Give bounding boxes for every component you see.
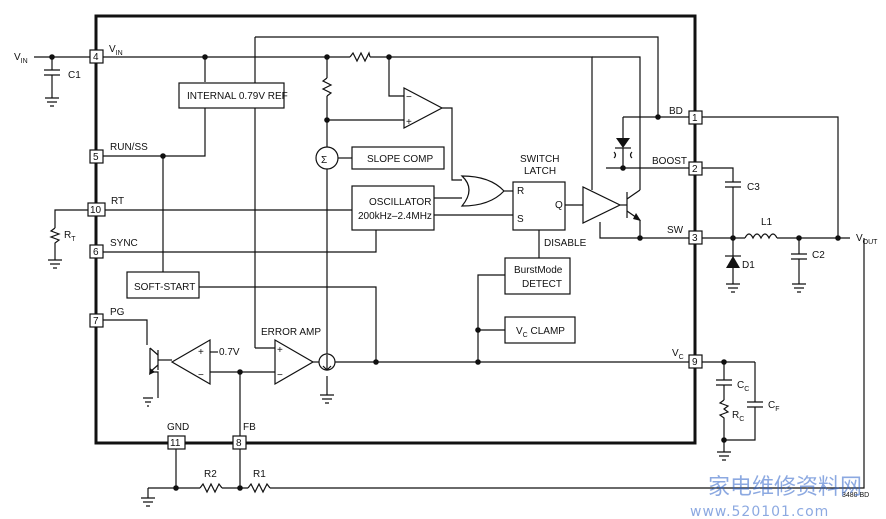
d1-label: D1 xyxy=(742,260,755,271)
svg-text:9: 9 xyxy=(692,357,698,368)
svg-text:1: 1 xyxy=(692,113,698,124)
svg-text:+: + xyxy=(406,117,412,128)
svg-text:10: 10 xyxy=(90,205,102,216)
svg-text:0.7V: 0.7V xyxy=(219,347,240,358)
switch-latch: SWITCH LATCH R S Q DISABLE xyxy=(512,154,587,249)
ic-outline xyxy=(94,14,697,445)
internal-wiring xyxy=(103,36,689,488)
svg-text:2: 2 xyxy=(692,164,698,175)
or-gate xyxy=(460,175,505,207)
svg-text:BOOST: BOOST xyxy=(652,156,687,167)
pin-sw: 3 SW xyxy=(667,225,703,245)
svg-text:VIN: VIN xyxy=(109,44,123,57)
pin-vc: 9 VC xyxy=(672,348,703,369)
svg-text:7: 7 xyxy=(93,316,99,327)
pin-gnd: 11 GND xyxy=(167,422,189,450)
svg-text:−: − xyxy=(406,92,412,103)
vin-label: VIN xyxy=(14,52,28,65)
svg-text:SOFT-START: SOFT-START xyxy=(134,282,195,293)
svg-text:LATCH: LATCH xyxy=(524,166,556,177)
sigma-summer: Σ xyxy=(315,146,339,170)
svg-text:PG: PG xyxy=(110,307,125,318)
current-comparator: − + xyxy=(403,87,444,129)
current-source xyxy=(318,353,336,371)
svg-text:BurstMode: BurstMode xyxy=(514,265,563,276)
l1-label: L1 xyxy=(761,217,773,228)
c2-label: C2 xyxy=(812,250,825,261)
bd-diode xyxy=(613,138,633,159)
figure-id: 3480 BD xyxy=(842,492,869,499)
svg-text:SLOPE COMP: SLOPE COMP xyxy=(367,154,433,165)
driver-buffer xyxy=(582,186,622,224)
svg-text:8: 8 xyxy=(236,438,242,449)
svg-text:INTERNAL 0.79V REF: INTERNAL 0.79V REF xyxy=(187,91,288,102)
svg-text:S: S xyxy=(517,214,524,225)
pg-comparator: + − 0.7V xyxy=(170,338,240,386)
external-wiring xyxy=(34,54,865,507)
svg-text:SWITCH: SWITCH xyxy=(520,154,559,165)
svg-text:SW: SW xyxy=(667,225,684,236)
power-transistor xyxy=(626,189,641,221)
r1-label: R1 xyxy=(253,469,266,480)
svg-text:FB: FB xyxy=(243,422,256,433)
svg-text:Σ: Σ xyxy=(321,155,327,166)
slope-comp-block: SLOPE COMP xyxy=(351,146,445,170)
svg-text:−: − xyxy=(277,370,283,381)
oscillator-block: OSCILLATOR 200kHz–2.4MHz xyxy=(351,185,435,231)
pin-pg: 7 PG xyxy=(89,307,125,328)
svg-text:VC CLAMP: VC CLAMP xyxy=(516,326,565,339)
vc-clamp-block: VC CLAMP xyxy=(504,316,576,344)
pg-transistor xyxy=(149,347,159,375)
rc-label: RC xyxy=(732,410,744,423)
d1-diode xyxy=(725,255,741,268)
pin-fb: 8 FB xyxy=(232,422,256,450)
svg-text:200kHz–2.4MHz: 200kHz–2.4MHz xyxy=(358,211,432,222)
svg-text:RUN/SS: RUN/SS xyxy=(110,142,148,153)
error-amp: + − ERROR AMP xyxy=(261,327,321,386)
pin-bd: 1 BD xyxy=(669,106,703,125)
svg-text:+: + xyxy=(198,347,204,358)
soft-start-block: SOFT-START xyxy=(126,271,200,299)
cf-label: CF xyxy=(768,400,780,413)
svg-text:OSCILLATOR: OSCILLATOR xyxy=(369,197,431,208)
watermark-url: www.520101.com xyxy=(690,504,829,519)
pin-rt: 10 RT xyxy=(87,196,124,217)
svg-text:RT: RT xyxy=(111,196,124,207)
svg-text:DETECT: DETECT xyxy=(522,279,562,290)
svg-text:DISABLE: DISABLE xyxy=(544,238,587,249)
svg-text:4: 4 xyxy=(93,52,99,63)
svg-text:SYNC: SYNC xyxy=(110,238,138,249)
watermark-cn: 家电维修资料网 xyxy=(708,475,862,500)
svg-text:ERROR AMP: ERROR AMP xyxy=(261,327,321,338)
svg-text:Q: Q xyxy=(555,200,563,211)
r2-label: R2 xyxy=(204,469,217,480)
c3-label: C3 xyxy=(747,182,760,193)
svg-text:GND: GND xyxy=(167,422,189,433)
svg-text:BD: BD xyxy=(669,106,683,117)
vout-label: VOUT xyxy=(856,233,878,246)
rt-label: RT xyxy=(64,230,76,243)
svg-text:VC: VC xyxy=(672,348,684,361)
c1-label: C1 xyxy=(68,70,81,81)
ref-block: INTERNAL 0.79V REF xyxy=(178,82,288,109)
svg-text:5: 5 xyxy=(93,152,99,163)
burst-detect-block: BurstMode DETECT xyxy=(504,257,571,295)
svg-text:R: R xyxy=(517,186,524,197)
pin-run-ss: 5 RUN/SS xyxy=(89,142,148,164)
svg-text:−: − xyxy=(198,370,204,381)
svg-text:+: + xyxy=(277,345,283,356)
svg-text:3: 3 xyxy=(692,233,698,244)
cc-label: CC xyxy=(737,380,749,393)
svg-text:11: 11 xyxy=(170,438,181,449)
svg-text:6: 6 xyxy=(93,247,99,258)
